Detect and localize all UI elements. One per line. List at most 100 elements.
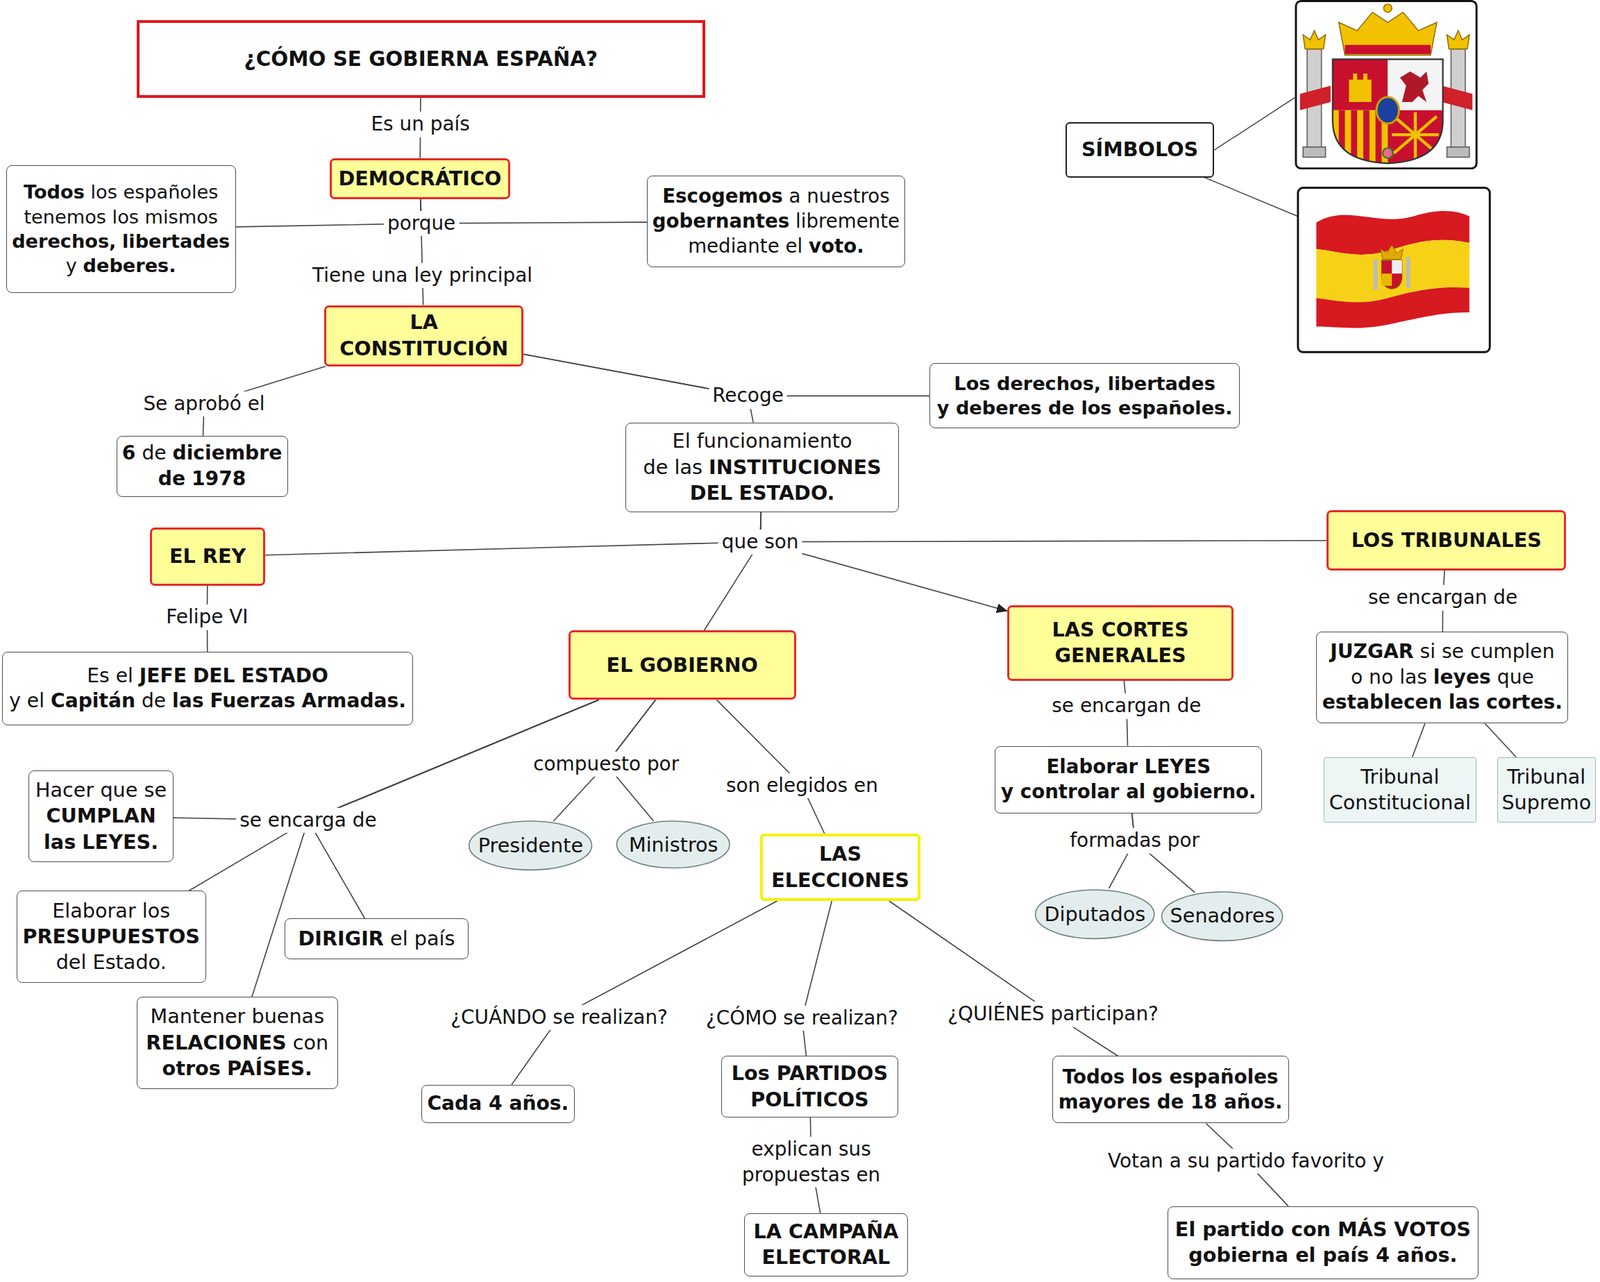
text-run: POLÍTICOS <box>750 1087 870 1112</box>
member-ellipse: Presidente <box>467 819 594 872</box>
flag-shield-quarter <box>1381 273 1392 286</box>
text-run: LAS <box>1052 617 1095 642</box>
text-run: formadas <box>1069 828 1162 852</box>
node-text: DEMOCRÁTICO <box>338 165 502 192</box>
text-run: encarga <box>267 808 347 832</box>
link-label: ¿QUIÉNES participan? <box>944 1001 1162 1027</box>
text-run: de <box>352 808 377 832</box>
connector-line <box>1412 723 1426 758</box>
text-run: se <box>782 1006 806 1030</box>
text-run: DEL <box>689 481 734 505</box>
text-run: el <box>115 664 134 688</box>
text-run: de <box>643 455 669 479</box>
symbols-box: SÍMBOLOS <box>1065 122 1215 178</box>
center-oval <box>1376 97 1399 124</box>
node-text: Los derechos, libertades y deberes de lo… <box>937 371 1233 421</box>
text-run: TRIBUNALES <box>1401 528 1542 552</box>
node-text: Hacer que se CUMPLAN las LEYES. <box>35 777 167 856</box>
info-box: El funcionamiento de las INSTITUCIONES D… <box>625 422 899 513</box>
text-run: voto. <box>808 234 865 258</box>
text-run: Todos <box>23 181 85 203</box>
leader-line <box>1214 97 1296 150</box>
flag-image <box>1298 188 1490 353</box>
text-run: que <box>1497 665 1535 689</box>
text-run: realizan? <box>811 1006 899 1030</box>
quarter-aragon <box>1332 110 1388 167</box>
text-run: país <box>430 112 470 136</box>
info-box: Los derechos, libertades y deberes de lo… <box>929 363 1240 429</box>
text-run: JEFE <box>139 664 187 688</box>
link-label: Tiene una ley principal <box>308 263 536 289</box>
text-run: LOS <box>1351 528 1395 552</box>
lion <box>1400 71 1429 103</box>
connector-line <box>1205 1123 1289 1207</box>
crown-cross <box>1383 4 1392 13</box>
node-text: EL GOBIERNO <box>606 652 759 679</box>
member-ellipse: Senadores <box>1159 889 1285 943</box>
court-box: Tribunal Constitucional <box>1323 757 1478 823</box>
text-run: LA <box>753 1219 782 1244</box>
text-run: GENERALES <box>1054 643 1186 668</box>
node-text: Ministros <box>628 832 719 858</box>
text-run: JUZGAR <box>1329 640 1414 663</box>
text-run: SÍMBOLOS <box>1081 137 1199 162</box>
text-run: ESTADO. <box>738 481 835 505</box>
connector-line <box>265 512 761 556</box>
node-text: Elaborar los PRESUPUESTOS del Estado. <box>22 898 200 976</box>
text-run: país <box>414 926 456 951</box>
crown <box>1339 12 1437 56</box>
text-run: su <box>1187 1149 1210 1173</box>
text-run: que <box>721 529 759 553</box>
info-box: Cada 4 años. <box>421 1084 575 1124</box>
info-box: Es el JEFE DEL ESTADO y el Capitán de la… <box>2 651 414 726</box>
text-run: y <box>937 397 950 419</box>
text-run: deberes <box>955 397 1042 419</box>
text-run: buenas <box>251 1004 325 1029</box>
flag-crown <box>1380 245 1403 260</box>
text-run: españoles. <box>1118 397 1233 419</box>
info-box: Mantener buenas RELACIONES con otros PAÍ… <box>136 996 339 1089</box>
node-text: LOS TRIBUNALES <box>1351 527 1542 554</box>
text-run: años. <box>1223 1090 1283 1114</box>
shield-outline <box>1332 59 1444 164</box>
text-run: partido <box>1202 1217 1285 1242</box>
link-label: se encarga de <box>236 807 381 833</box>
text-run: por <box>1167 828 1200 852</box>
text-run: LA <box>410 310 439 334</box>
text-run: Es <box>86 664 109 688</box>
ellipse-shape <box>1161 891 1283 941</box>
text-run: de <box>158 467 186 491</box>
member-ellipse: Diputados <box>1033 887 1156 941</box>
connector-line <box>251 699 599 997</box>
pillar-crown <box>1302 30 1326 49</box>
pillar-base <box>1302 147 1326 158</box>
text-run: y <box>1000 780 1014 804</box>
text-run: Es <box>370 112 393 136</box>
info-box: Elaborar LEYES y controlar al gobierno. <box>994 746 1262 814</box>
text-run: GOBIERNO <box>639 653 758 677</box>
text-run: PAÍSES. <box>226 1056 313 1081</box>
link-label: porque <box>383 211 459 237</box>
text-run: propuestas <box>742 1162 850 1186</box>
text-run: Cada <box>426 1091 482 1115</box>
text-run: de <box>1157 1090 1185 1114</box>
text-run: Tribunal <box>1506 764 1586 789</box>
text-run: Mantener <box>149 1004 246 1029</box>
text-run: Elaborar <box>52 898 136 923</box>
text-run: favorito <box>1291 1149 1367 1173</box>
court-box: Tribunal Supremo <box>1497 757 1597 823</box>
node-text: SÍMBOLOS <box>1081 136 1199 163</box>
text-run: y <box>1372 1149 1385 1173</box>
text-run: DIRIGIR <box>297 926 384 951</box>
text-run: mismos <box>145 206 218 228</box>
flag-pillar <box>1373 259 1378 291</box>
text-run: explican <box>751 1137 833 1161</box>
text-run: de <box>141 689 166 713</box>
text-run: Senadores <box>1170 903 1276 928</box>
leader-line <box>1200 175 1299 217</box>
text-run: de <box>1048 397 1075 419</box>
concept-box: LOS TRIBUNALES <box>1326 510 1566 571</box>
text-run: Se <box>142 392 168 416</box>
concept-box: LAS CORTES GENERALES <box>1007 605 1234 681</box>
text-run: ¿CÓMO <box>244 47 327 71</box>
